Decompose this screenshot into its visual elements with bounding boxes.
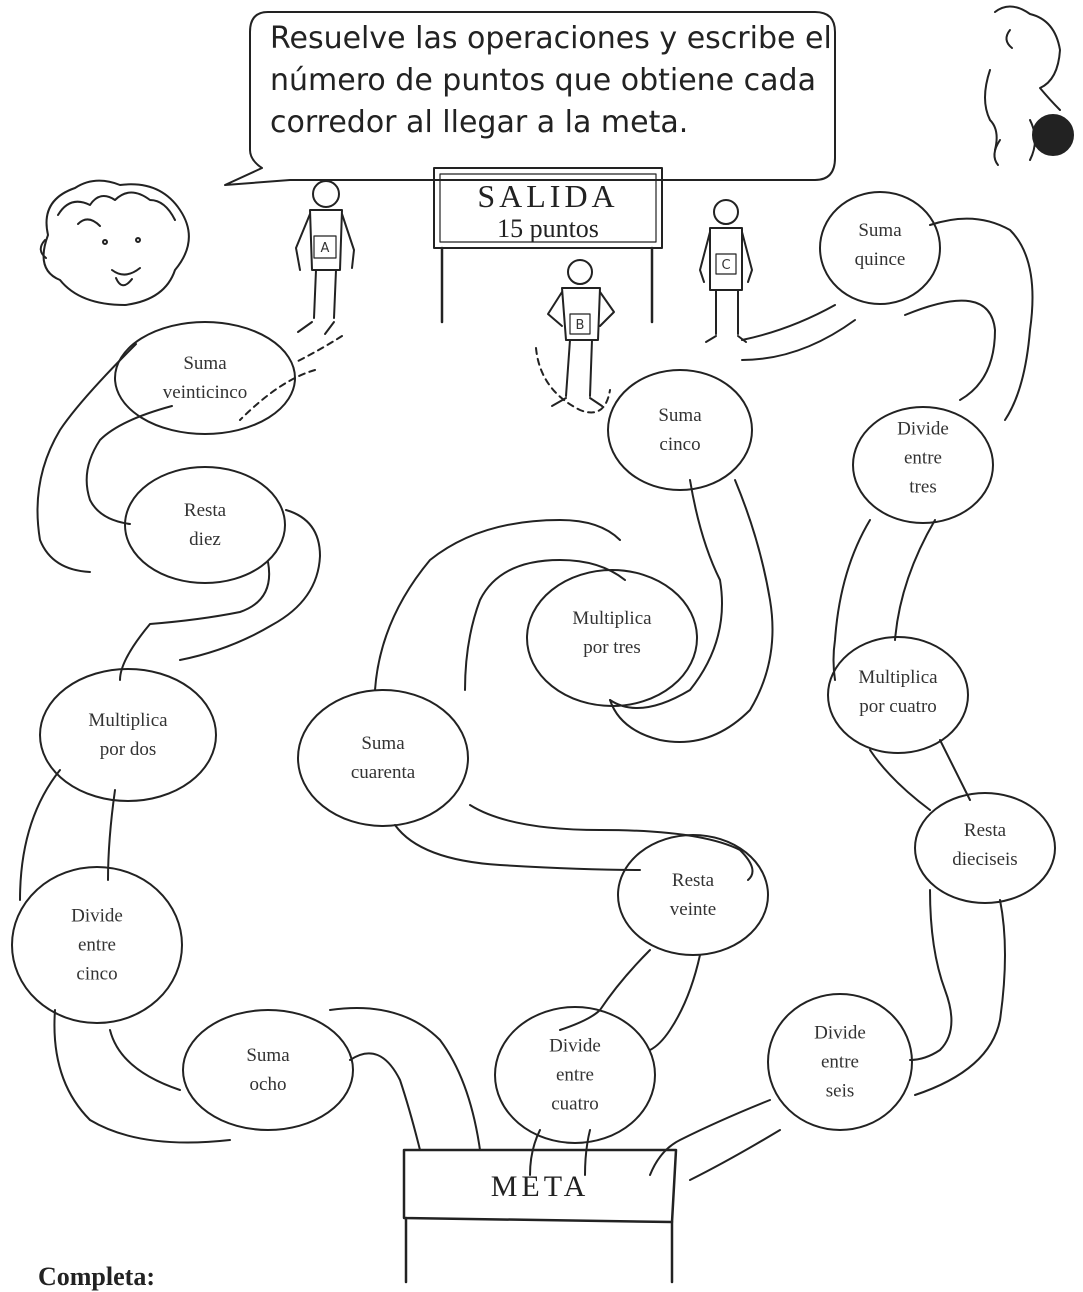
node-line: por dos — [99, 739, 157, 760]
start-sign — [433, 167, 663, 324]
start-label: SALIDA 15 puntos — [434, 178, 662, 244]
node-line: Resta — [963, 820, 1007, 841]
finish-sign — [402, 1148, 678, 1284]
node-line: quince — [854, 249, 906, 270]
node-line: entre — [556, 1064, 594, 1086]
runner-b-bib: B — [576, 318, 585, 333]
node-label-suma-quince: Suma quince — [855, 216, 906, 274]
horse-cartoon-icon — [984, 5, 1074, 166]
node-label-resta-veinte: Resta veinte — [670, 866, 716, 924]
node-line: cuatro — [551, 1093, 599, 1115]
node-suma-ocho — [182, 1009, 354, 1131]
instruction-line: Resuelve las operaciones y escribe el — [270, 21, 832, 56]
node-line: Divide — [814, 1022, 866, 1044]
node-line: veinte — [669, 899, 717, 920]
node-divide-entre-seis — [767, 993, 913, 1131]
node-multiplica-por-tres — [526, 569, 698, 707]
node-label-multiplica-por-tres: Multiplica por tres — [572, 604, 651, 662]
node-line: entre — [821, 1051, 859, 1073]
instruction-text: Resuelve las operaciones y escribe el nú… — [270, 18, 832, 144]
node-suma-cuarenta — [297, 689, 469, 827]
node-line: Multiplica — [88, 710, 168, 731]
node-label-resta-diez: Resta diez — [184, 496, 226, 554]
node-line: seis — [825, 1080, 855, 1102]
node-label-suma-cinco: Suma cinco — [658, 401, 701, 459]
runner-a-icon — [295, 180, 355, 335]
node-label-suma-ocho: Suma ocho — [246, 1041, 289, 1099]
node-line: Suma — [858, 220, 902, 241]
node-divide-entre-cinco — [11, 866, 183, 1024]
node-multiplica-por-cuatro — [827, 636, 969, 754]
node-label-divide-entre-cuatro: Divide entre cuatro — [549, 1032, 601, 1119]
node-label-divide-entre-seis: Divide entre seis — [814, 1019, 866, 1106]
node-line: ocho — [249, 1074, 287, 1095]
node-line: cinco — [76, 963, 118, 985]
runner-c-bib: C — [721, 258, 730, 273]
node-label-divide-entre-cinco: Divide entre cinco — [71, 902, 123, 989]
node-resta-dieciseis — [914, 792, 1056, 904]
node-line: entre — [904, 447, 942, 469]
node-suma-veinticinco — [114, 321, 296, 435]
node-line: Divide — [897, 418, 949, 440]
node-line: Divide — [549, 1035, 601, 1057]
node-label-multiplica-por-cuatro: Multiplica por cuatro — [858, 663, 937, 721]
speech-bubble — [224, 11, 836, 186]
node-line: Divide — [71, 905, 123, 927]
node-line: cinco — [659, 434, 701, 455]
runner-a-bib: A — [321, 241, 330, 256]
node-label-multiplica-por-dos: Multiplica por dos — [88, 706, 167, 764]
node-label-suma-veinticinco: Suma veinticinco — [163, 349, 247, 407]
node-line: veinticinco — [162, 382, 248, 403]
node-line: Multiplica — [572, 608, 652, 629]
node-line: Suma — [361, 733, 405, 754]
completa-label: Completa: — [38, 1262, 155, 1291]
start-title: SALIDA — [477, 178, 619, 214]
node-line: Resta — [671, 870, 715, 891]
node-line: tres — [909, 476, 937, 498]
node-multiplica-por-dos — [39, 668, 217, 802]
boy-face-icon — [39, 179, 190, 306]
node-line: Suma — [658, 405, 702, 426]
node-line: Suma — [183, 353, 227, 374]
finish-label: META — [490, 1170, 590, 1203]
node-divide-entre-cuatro — [494, 1006, 656, 1144]
path-lane-a — [19, 335, 343, 1144]
path-lane-c — [649, 217, 1034, 1181]
node-label-suma-cuarenta: Suma cuarenta — [351, 729, 415, 787]
node-label-resta-dieciseis: Resta dieciseis — [952, 816, 1017, 874]
node-label-divide-entre-tres: Divide entre tres — [897, 415, 949, 502]
node-line: entre — [78, 934, 116, 956]
node-line: Suma — [246, 1045, 290, 1066]
instruction-line: número de puntos que obtiene cada — [270, 63, 816, 98]
path-lane-b — [374, 347, 774, 1176]
node-line: Resta — [183, 500, 227, 521]
node-resta-diez — [124, 466, 286, 584]
node-suma-cinco — [607, 369, 753, 491]
path-lane-a-lower — [329, 1007, 481, 1151]
node-line: dieciseis — [952, 849, 1018, 870]
start-points: 15 puntos — [497, 214, 599, 243]
node-divide-entre-tres — [852, 406, 994, 524]
node-line: por cuatro — [859, 696, 937, 717]
node-line: diez — [189, 529, 221, 550]
instruction-line: corredor al llegar a la meta. — [270, 105, 689, 140]
runner-b-icon — [547, 259, 615, 407]
node-resta-veinte — [617, 834, 769, 956]
node-suma-quince — [819, 191, 941, 305]
node-line: Multiplica — [858, 667, 938, 688]
node-line: por tres — [583, 637, 641, 658]
node-line: cuarenta — [350, 762, 416, 783]
